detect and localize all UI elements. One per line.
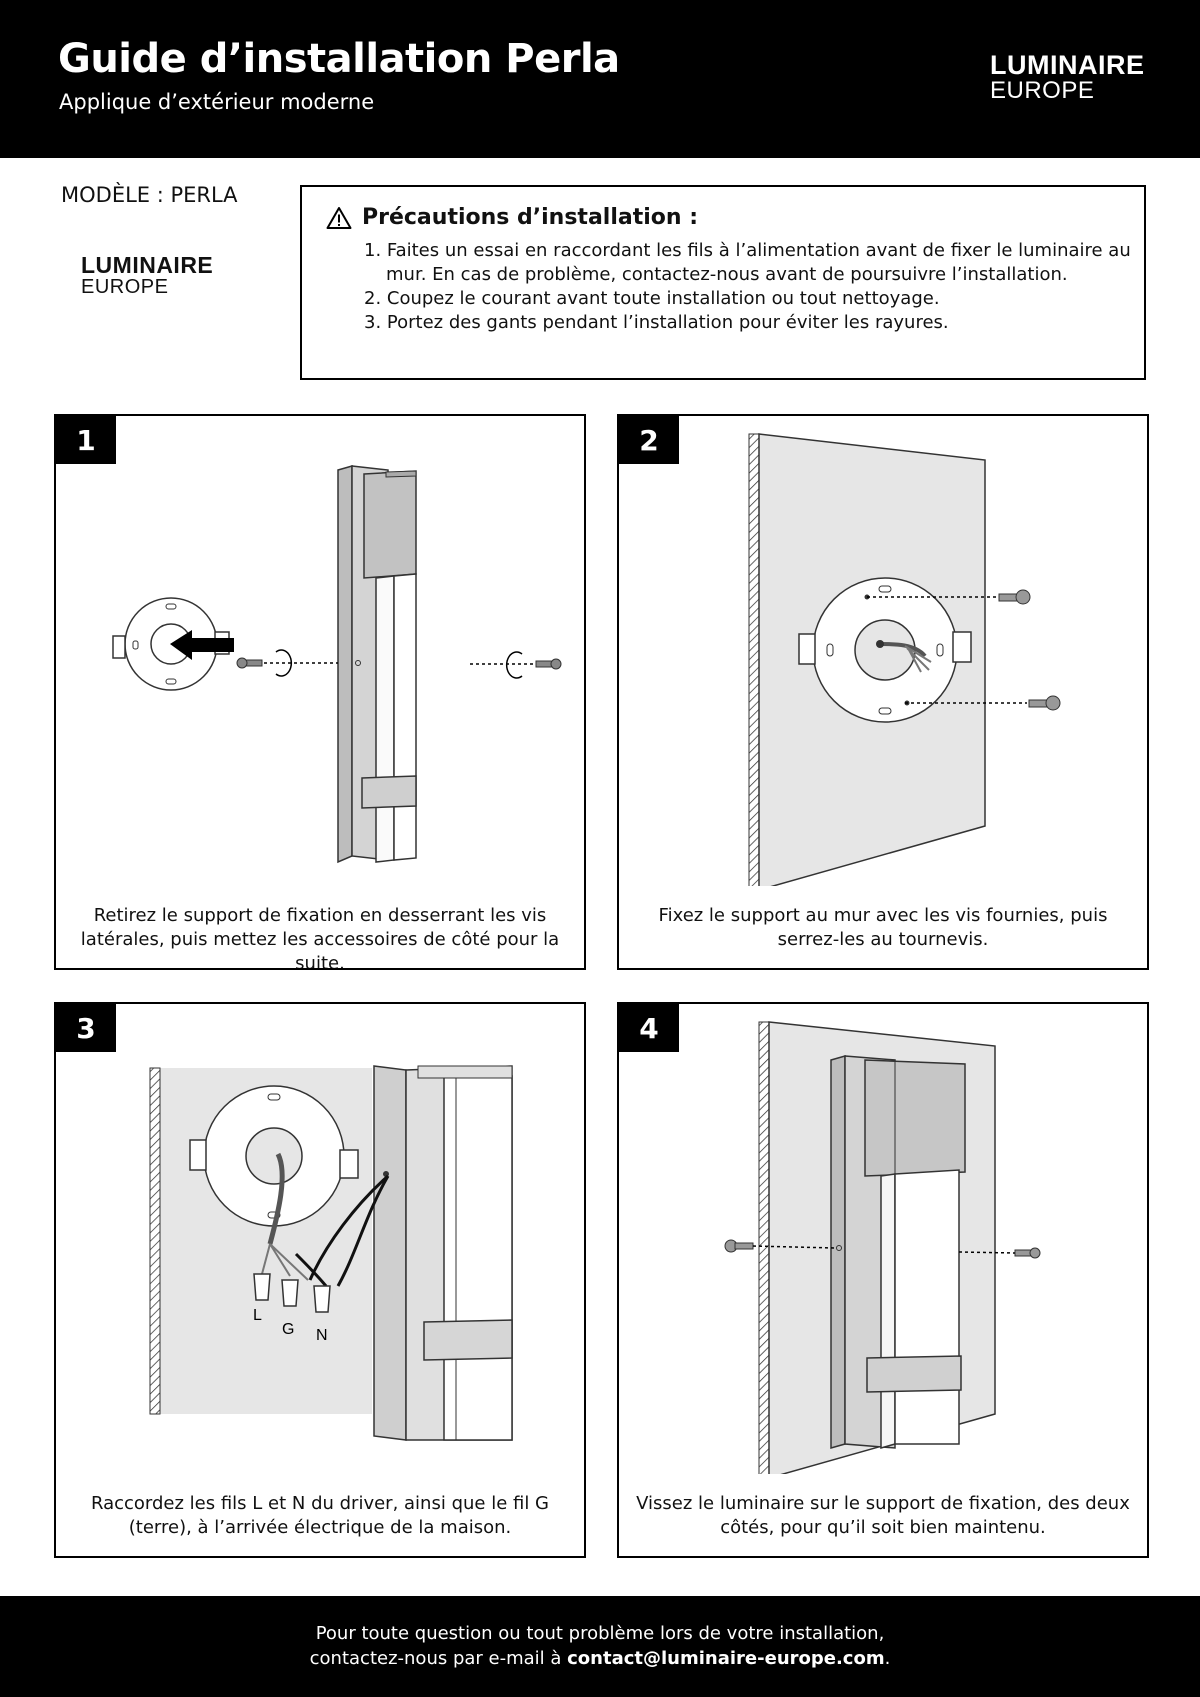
precautions-title: Précautions d’installation : xyxy=(362,205,699,230)
step-number: 2 xyxy=(619,416,679,464)
contact-email-link[interactable]: contact@luminaire-europe.com xyxy=(567,1648,885,1669)
step-2-panel: 2 Fixez le support au mur avec les vis f… xyxy=(617,414,1149,970)
side-logo-word-europe: EUROPE xyxy=(81,276,169,298)
header-logo: LUMINAIRE EUROPE xyxy=(990,52,1145,104)
logo-word-luminaire: LUMINAIRE xyxy=(990,50,1145,80)
step-number: 4 xyxy=(619,1004,679,1052)
page-title: Guide d’installation Perla xyxy=(58,36,620,82)
model-label: MODÈLE : PERLA xyxy=(61,183,238,207)
wire-label-g: G xyxy=(282,1321,294,1338)
mounting-bracket xyxy=(798,577,972,723)
step-3-illustration: L G N xyxy=(149,1065,513,1441)
step-caption: Vissez le luminaire sur le support de fi… xyxy=(636,1493,1130,1538)
step-4-panel: 4 Vissez le luminaire sur le support de … xyxy=(617,1002,1149,1558)
precaution-item: 1. Faites un essai en raccordant les fil… xyxy=(364,240,1131,285)
header-banner: Guide d’installation Perla Applique d’ex… xyxy=(0,0,1200,158)
side-logo: LUMINAIRE EUROPE xyxy=(81,252,214,299)
step-4-illustration xyxy=(724,1021,1041,1474)
precautions-box: Précautions d’installation : 1. Faites u… xyxy=(300,185,1146,380)
step-caption: Retirez le support de fixation en desser… xyxy=(80,905,560,970)
footer-contact-suffix: . xyxy=(884,1648,891,1669)
logo-word-europe: EUROPE xyxy=(990,77,1095,104)
precaution-item: 2. Coupez le courant avant toute install… xyxy=(364,288,940,309)
wire-label-n: N xyxy=(316,1327,328,1344)
footer-line-1: Pour toute question ou tout problème lor… xyxy=(315,1623,885,1644)
side-logo-word-luminaire: LUMINAIRE xyxy=(81,252,214,278)
page-subtitle: Applique d’extérieur moderne xyxy=(59,90,375,114)
step-1-illustration xyxy=(112,465,562,864)
step-caption: Fixez le support au mur avec les vis fou… xyxy=(658,905,1108,950)
precautions-heading: Précautions d’installation : xyxy=(326,205,698,230)
precautions-list: 1. Faites un essai en raccordant les fil… xyxy=(364,239,1134,335)
step-1-panel: 1 Retirez le support de fixation en dess… xyxy=(54,414,586,970)
warning-triangle-icon xyxy=(326,206,352,229)
step-2-illustration xyxy=(748,433,1061,886)
step-caption: Raccordez les fils L et N du driver, ain… xyxy=(90,1493,550,1538)
step-number: 1 xyxy=(56,416,116,464)
mounting-bracket xyxy=(112,597,230,691)
footer-contact-prefix: contactez-nous par e-mail à xyxy=(309,1648,568,1669)
footer-line-2: contactez-nous par e-mail à contact@lumi… xyxy=(0,1646,1200,1671)
wire-label-l: L xyxy=(253,1307,262,1324)
step-3-panel: L G N 3 Raccordez les fils L et N du dri… xyxy=(54,1002,586,1558)
precaution-item: 3. Portez des gants pendant l’installati… xyxy=(364,312,949,333)
footer-banner: Pour toute question ou tout problème lor… xyxy=(0,1596,1200,1697)
step-number: 3 xyxy=(56,1004,116,1052)
